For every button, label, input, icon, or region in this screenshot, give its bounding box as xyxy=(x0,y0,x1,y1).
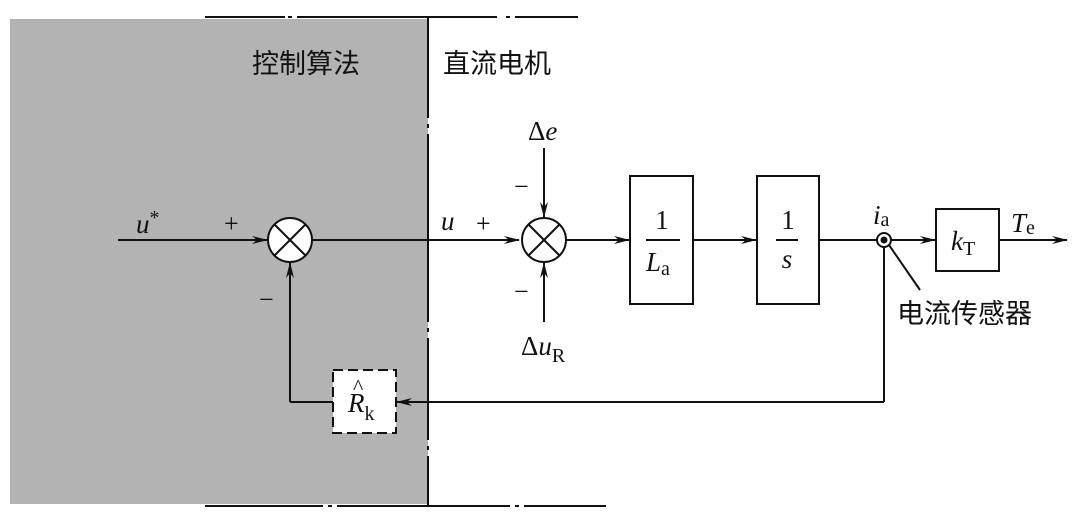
region-boundary xyxy=(205,16,606,507)
torque-constant-block: kT xyxy=(935,208,1000,272)
integrator-block: 1 s xyxy=(756,175,820,305)
sum2-plus-sign: + xyxy=(476,209,491,238)
sum1-plus-sign: + xyxy=(224,209,239,238)
controller-title: 控制算法 xyxy=(252,49,360,80)
sum1-minus-sign: − xyxy=(259,285,274,314)
inductance-block: 1 La xyxy=(629,175,694,305)
voltage-label: u xyxy=(441,206,455,236)
resistance-estimate-block: Rk ^ xyxy=(332,369,397,434)
plant-title: 直流电机 xyxy=(443,49,551,80)
current-sensor-label: 电流传感器 xyxy=(897,299,1032,330)
current-label: ia xyxy=(873,200,890,231)
sum2-ur-minus-sign: − xyxy=(514,277,529,306)
integrator-denominator: s xyxy=(782,244,793,274)
back-emf-label: Δe xyxy=(528,116,557,146)
torque-constant-label: kT xyxy=(951,226,975,260)
reference-label: u* xyxy=(136,207,160,239)
resistive-drop-label: ΔuR xyxy=(521,331,566,367)
summing-junction-1 xyxy=(267,217,313,263)
sum2-emf-minus-sign: − xyxy=(514,172,529,201)
inductance-denominator: La xyxy=(645,247,670,280)
integrator-numerator: 1 xyxy=(781,205,795,235)
sensor-leader-line xyxy=(888,244,921,291)
summing-junction-2 xyxy=(521,217,567,263)
current-sensor-node xyxy=(876,232,892,248)
torque-label: Te xyxy=(1011,208,1035,239)
resistance-estimate-label: Rk xyxy=(347,388,375,425)
inductance-numerator: 1 xyxy=(655,205,669,235)
hat-accent: ^ xyxy=(353,374,364,399)
